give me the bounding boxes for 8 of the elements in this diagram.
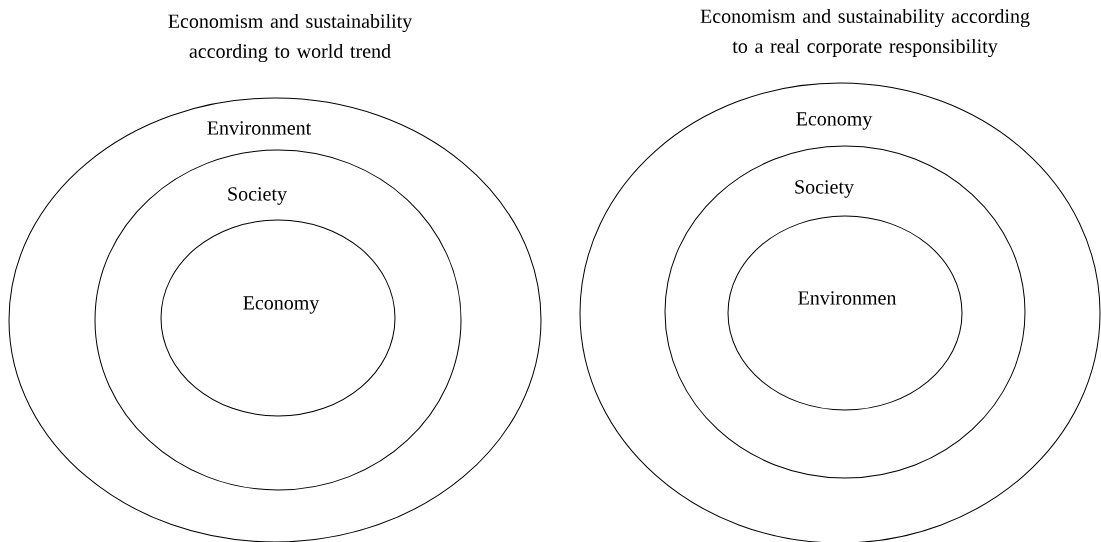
ring-label: Society (795, 180, 854, 198)
ring-label: Environmen (798, 291, 897, 305)
heading: Economism and sustainability according to world trend (168, 13, 413, 63)
ring-label: Environment (207, 121, 312, 135)
ring-label: Economy (243, 296, 320, 314)
ring-label: Society (228, 187, 287, 205)
ring-label: Economy (796, 112, 873, 130)
heading: Economism and sustainability according to a real corporate responsibility (700, 8, 1030, 58)
